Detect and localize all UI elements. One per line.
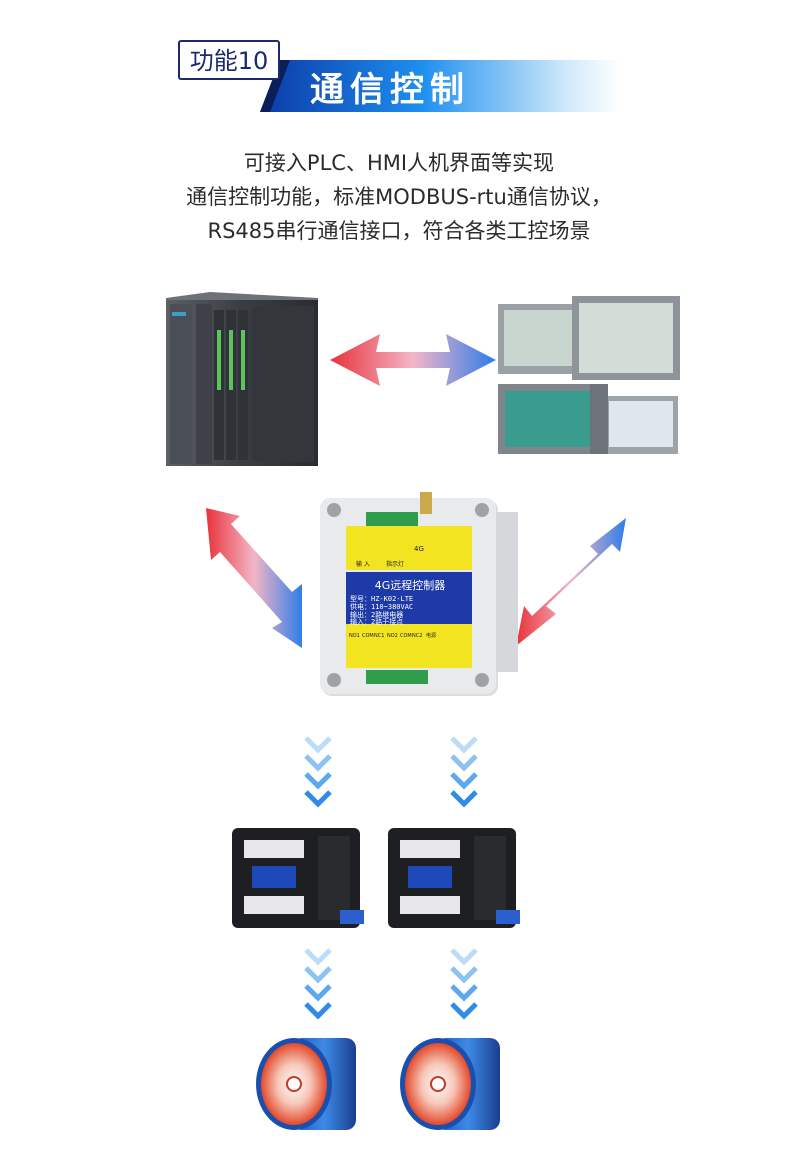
contactor-2 <box>388 828 520 928</box>
chevron-down-icon <box>450 736 478 808</box>
device-name: 4G远程控制器 <box>375 578 446 592</box>
chevron-down-icon <box>304 948 332 1020</box>
arrow-plc-hmi <box>330 334 496 386</box>
terminal-label: NO1 <box>349 633 360 639</box>
title-banner <box>260 60 620 112</box>
device-antenna-label: 4G <box>414 545 424 553</box>
description: 可接入PLC、HMI人机界面等实现 通信控制功能，标准MODBUS-rtu通信协… <box>0 146 798 248</box>
description-line-1: 可接入PLC、HMI人机界面等实现 <box>243 151 555 175</box>
description-line-2: 通信控制功能，标准MODBUS-rtu通信协议， <box>186 185 612 209</box>
fan-1 <box>256 1038 356 1130</box>
plc-image <box>166 292 318 466</box>
device-power: 供电：110~380VAC <box>350 602 413 611</box>
feature-title: 功能10 通信控制 <box>178 40 638 114</box>
description-line-3: RS485串行通信接口，符合各类工控场景 <box>207 219 591 243</box>
feature-badge: 功能10 <box>178 40 280 80</box>
device-top-label-right: 指示灯 <box>386 560 404 568</box>
device-input: 输入：2路干接点 <box>350 617 403 626</box>
page-title: 通信控制 <box>310 70 470 110</box>
fan-2 <box>400 1038 500 1130</box>
controller-device <box>320 492 518 696</box>
terminal-label: COM <box>400 633 412 639</box>
hmi-image <box>498 296 680 454</box>
device-model: 型号：HZ-K02-LTE <box>350 594 413 603</box>
arrow-plc-device <box>206 508 302 648</box>
terminal-label: NC2 <box>412 633 422 639</box>
terminal-label: COM <box>362 633 374 639</box>
device-terminal-labels: NO1 COM NC1 NO2 COM NC2 电源 <box>349 632 436 639</box>
device-top-label-left: 输 入 <box>356 560 370 568</box>
terminal-label: 电源 <box>426 632 436 639</box>
contactor-1 <box>232 828 364 928</box>
device-output: 输出：2路继电器 <box>350 610 403 619</box>
chevron-down-icon <box>304 736 332 808</box>
terminal-label: NC1 <box>374 633 384 639</box>
terminal-label: NO2 <box>387 633 398 639</box>
chevron-down-icon <box>450 948 478 1020</box>
arrow-hmi-device <box>516 518 626 646</box>
